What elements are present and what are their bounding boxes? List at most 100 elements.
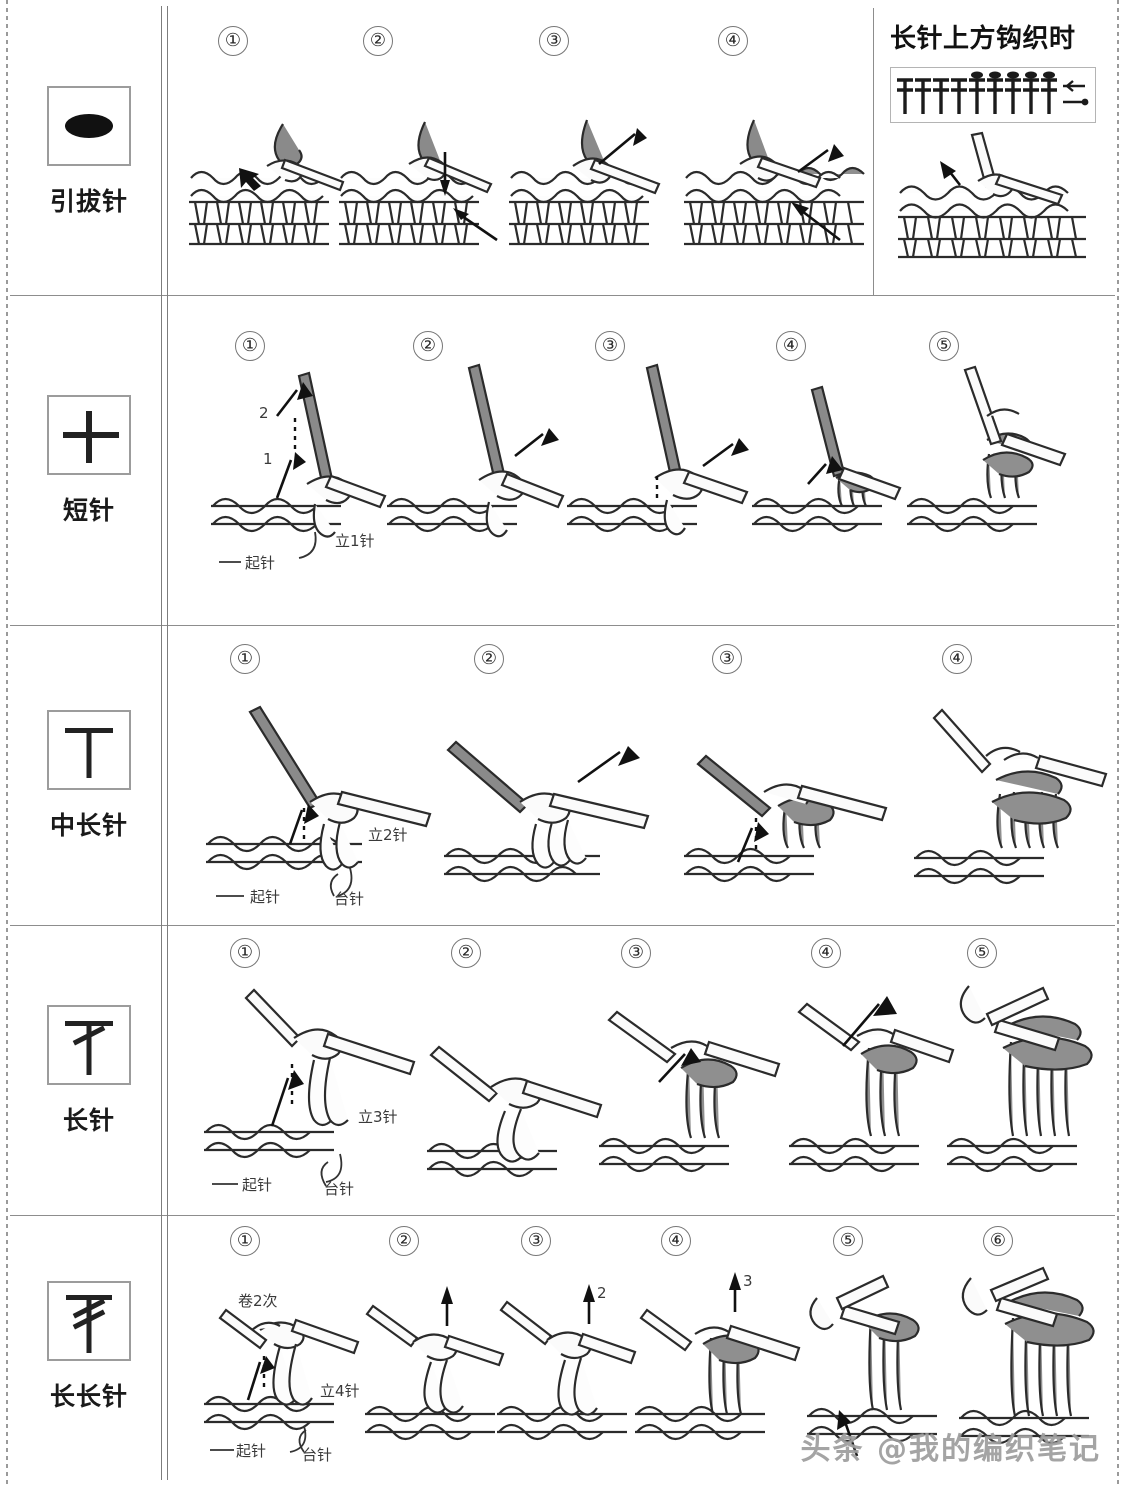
figure-illustration <box>678 116 883 250</box>
annotation-number-2: 2 <box>259 404 269 422</box>
page-edge-right <box>1117 0 1119 1486</box>
table-row-half-double-crochet: 中长针 ① <box>10 624 1115 927</box>
step-4: ④ <box>631 1216 801 1478</box>
stitch-symbol-t-slash <box>47 1004 131 1085</box>
figure-illustration: 立2针 起针 台针 <box>198 684 443 914</box>
label-cell-double-crochet: 长针 <box>10 924 168 1217</box>
step-number: ④ <box>776 331 806 361</box>
step-2: ② <box>438 626 678 925</box>
steps-slip-stitch: ① <box>173 8 1115 295</box>
figure-illustration <box>383 356 568 556</box>
step-1: ① <box>203 296 387 625</box>
step-number: ⑤ <box>929 331 959 361</box>
figure-illustration <box>563 356 753 556</box>
annotation-number-1: 1 <box>263 450 273 468</box>
step-4: ④ <box>748 296 906 625</box>
annotation-wrap2: 卷2次 <box>238 1292 278 1310</box>
stitch-symbol-t-double-slash <box>47 1281 131 1361</box>
step-number: ③ <box>712 644 742 674</box>
annotation-base-stitch: 台针 <box>302 1446 332 1464</box>
step-1: ① <box>198 626 438 925</box>
step-number: ⑤ <box>833 1226 863 1256</box>
annotation-turn4: 立4针 <box>320 1382 360 1400</box>
plus-icon-horizontal <box>63 431 119 438</box>
step-number: ⑥ <box>983 1226 1013 1256</box>
label-cell-single-crochet: 短针 <box>10 294 168 627</box>
step-4: ④ <box>678 8 878 295</box>
annotation-base-stitch: 台针 <box>324 1180 354 1198</box>
symbol-chart-box <box>890 67 1096 123</box>
step-3: ③ <box>593 926 783 1215</box>
step-number: ④ <box>718 26 748 56</box>
annotation-number-3: 3 <box>743 1272 753 1290</box>
annotation-foundation: 起针 <box>242 1176 272 1194</box>
step-number: ③ <box>521 1226 551 1256</box>
steps-half-double-crochet: ① <box>173 626 1115 925</box>
oval-icon <box>65 113 113 138</box>
annotation-turn3: 立3针 <box>358 1108 398 1126</box>
stitch-name-slip-stitch: 引拔针 <box>49 186 128 216</box>
stitch-name-double-crochet: 长针 <box>62 1105 115 1135</box>
annotation-turn1: 立1针 <box>335 532 375 550</box>
annotation-base-stitch: 台针 <box>334 890 364 908</box>
watermark: 头条 @我的编织笔记 <box>800 1432 1101 1467</box>
treble-icon-stem <box>86 1295 92 1353</box>
step-2: ② <box>383 296 565 625</box>
figure-illustration <box>941 976 1121 1201</box>
t-slash-icon-stem <box>86 1020 92 1075</box>
table-row-single-crochet: 短针 ① <box>10 294 1115 627</box>
step-number: ① <box>235 331 265 361</box>
step-1: ① 卷2次 <box>198 1216 360 1478</box>
step-number: ③ <box>539 26 569 56</box>
step-number: ② <box>363 26 393 56</box>
step-number: ③ <box>621 938 651 968</box>
annotation-turn2: 立2针 <box>368 826 408 844</box>
step-5: ⑤ <box>903 296 1083 625</box>
step-number: ① <box>218 26 248 56</box>
page-edge-left <box>6 0 8 1486</box>
stitch-symbol-plus <box>47 394 131 475</box>
step-2: ② <box>361 1216 505 1478</box>
step-number: ⑤ <box>967 938 997 968</box>
step-3: ③ <box>563 296 749 625</box>
info-panel-title: 长针上方钩织时 <box>890 24 1076 54</box>
table-row-treble-crochet: 长长针 ① <box>10 1214 1115 1480</box>
step-number: ④ <box>942 644 972 674</box>
figure-illustration <box>593 986 788 1201</box>
figure-illustration: 卷2次 立4针 起针 台针 <box>198 1264 366 1469</box>
figure-illustration <box>955 1266 1125 1471</box>
figure-illustration: 立3针 起针 台针 <box>198 974 423 1204</box>
figure-illustration: 2 1 立1针 起针 <box>203 356 388 586</box>
table-row-slip-stitch: 引拔针 ① <box>10 6 1115 297</box>
figure-illustration <box>333 118 508 248</box>
steps-single-crochet: ① <box>173 296 1115 625</box>
step-number: ① <box>230 938 260 968</box>
label-cell-half-double-crochet: 中长针 <box>10 624 168 927</box>
step-2: ② <box>333 8 503 295</box>
annotation-foundation: 起针 <box>250 888 280 906</box>
step-number: ② <box>474 644 504 674</box>
annotation-foundation: 起针 <box>245 554 275 572</box>
step-number: ④ <box>661 1226 691 1256</box>
stitch-technique-table: 引拔针 ① <box>10 6 1116 1480</box>
stitch-name-single-crochet: 短针 <box>62 495 115 525</box>
step-3: ③ <box>503 8 675 295</box>
step-2: ② <box>421 926 603 1215</box>
stitch-symbol-t <box>47 709 131 790</box>
stitch-symbol-oval <box>47 85 131 166</box>
step-1: ① <box>183 8 345 295</box>
figure-illustration <box>438 706 683 906</box>
figure-illustration <box>503 118 681 248</box>
figure-illustration <box>783 986 958 1201</box>
step-number: ② <box>451 938 481 968</box>
step-4: ④ <box>783 926 955 1215</box>
figure-illustration <box>678 706 913 906</box>
figure-illustration: 3 <box>631 1272 806 1466</box>
step-6: ⑥ <box>955 1216 1120 1478</box>
figure-illustration <box>803 1270 968 1470</box>
step-5: ⑤ <box>941 926 1116 1215</box>
label-cell-slip-stitch: 引拔针 <box>10 6 168 297</box>
label-cell-treble-crochet: 长长针 <box>10 1214 168 1480</box>
step-number: ② <box>413 331 443 361</box>
step-3: ③ <box>678 626 908 925</box>
